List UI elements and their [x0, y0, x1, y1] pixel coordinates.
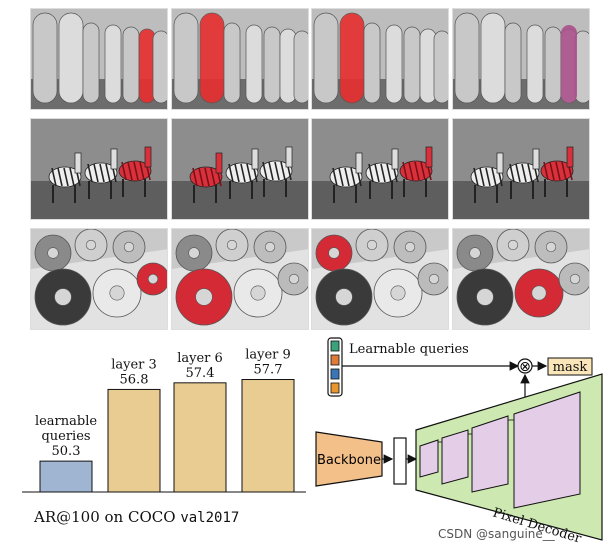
query-token-1: [330, 340, 340, 352]
learnable-queries-label: Learnable queries: [349, 342, 469, 357]
surfboards-image-3: [311, 8, 449, 110]
bar-4: [241, 379, 295, 493]
bar-category-label-4: layer 9: [245, 348, 291, 363]
attention-visualization-grid: [30, 8, 598, 330]
feature-box: [393, 437, 407, 485]
bar-category-label-1: queries: [41, 429, 90, 444]
bar-value-label-1: 50.3: [52, 444, 81, 459]
bar-3: [173, 382, 227, 493]
feature-map-2: [441, 429, 469, 485]
query-token-2: [330, 354, 340, 366]
feature-map-4: [513, 391, 581, 509]
mask-box: [547, 357, 593, 376]
zebras-image-3: [311, 118, 449, 220]
bar-category-label-2: layer 3: [111, 357, 157, 372]
architecture-diagram: Learnable queries ⊗ mask Backbone Pixel …: [312, 334, 612, 547]
surfboards-image-2: [170, 8, 309, 110]
donuts-image-4: [451, 228, 590, 330]
query-token-3: [330, 368, 340, 380]
donuts-image-1: [30, 228, 168, 330]
bar-value-label-2: 56.8: [120, 372, 149, 387]
backbone-block: [315, 431, 383, 487]
bar-1: [39, 460, 93, 493]
watermark: CSDN @sanguine__: [438, 527, 555, 541]
caption-dataset: val2017: [180, 510, 240, 526]
bar-value-label-4: 57.7: [254, 363, 283, 378]
donuts-image-2: [170, 228, 309, 330]
backbone-label: Backbone: [317, 453, 381, 468]
zebras-image-4: [451, 118, 590, 220]
caption-text: AR@100 on COCO: [34, 508, 181, 526]
bar-value-label-3: 57.4: [186, 366, 215, 381]
feature-map-3: [471, 415, 509, 493]
multiply-icon: ⊗: [519, 359, 531, 375]
bar-category-label-1: learnable: [35, 414, 97, 429]
surfboards-image-1: [30, 8, 168, 110]
donuts-image-3: [311, 228, 449, 330]
feature-map-1: [419, 439, 439, 478]
bar-category-label-3: layer 6: [177, 351, 223, 366]
zebras-image-1: [30, 118, 168, 220]
query-stack-outline: [327, 337, 343, 397]
query-token-4: [330, 382, 340, 394]
zebras-image-2: [170, 118, 309, 220]
chart-caption: AR@100 on COCO val2017: [34, 508, 239, 526]
bar-2: [107, 388, 161, 493]
surfboards-image-4: [451, 8, 590, 110]
architecture-diagram-svg: Learnable queries ⊗ mask Backbone Pixel …: [315, 337, 603, 547]
mask-label: mask: [553, 360, 588, 375]
